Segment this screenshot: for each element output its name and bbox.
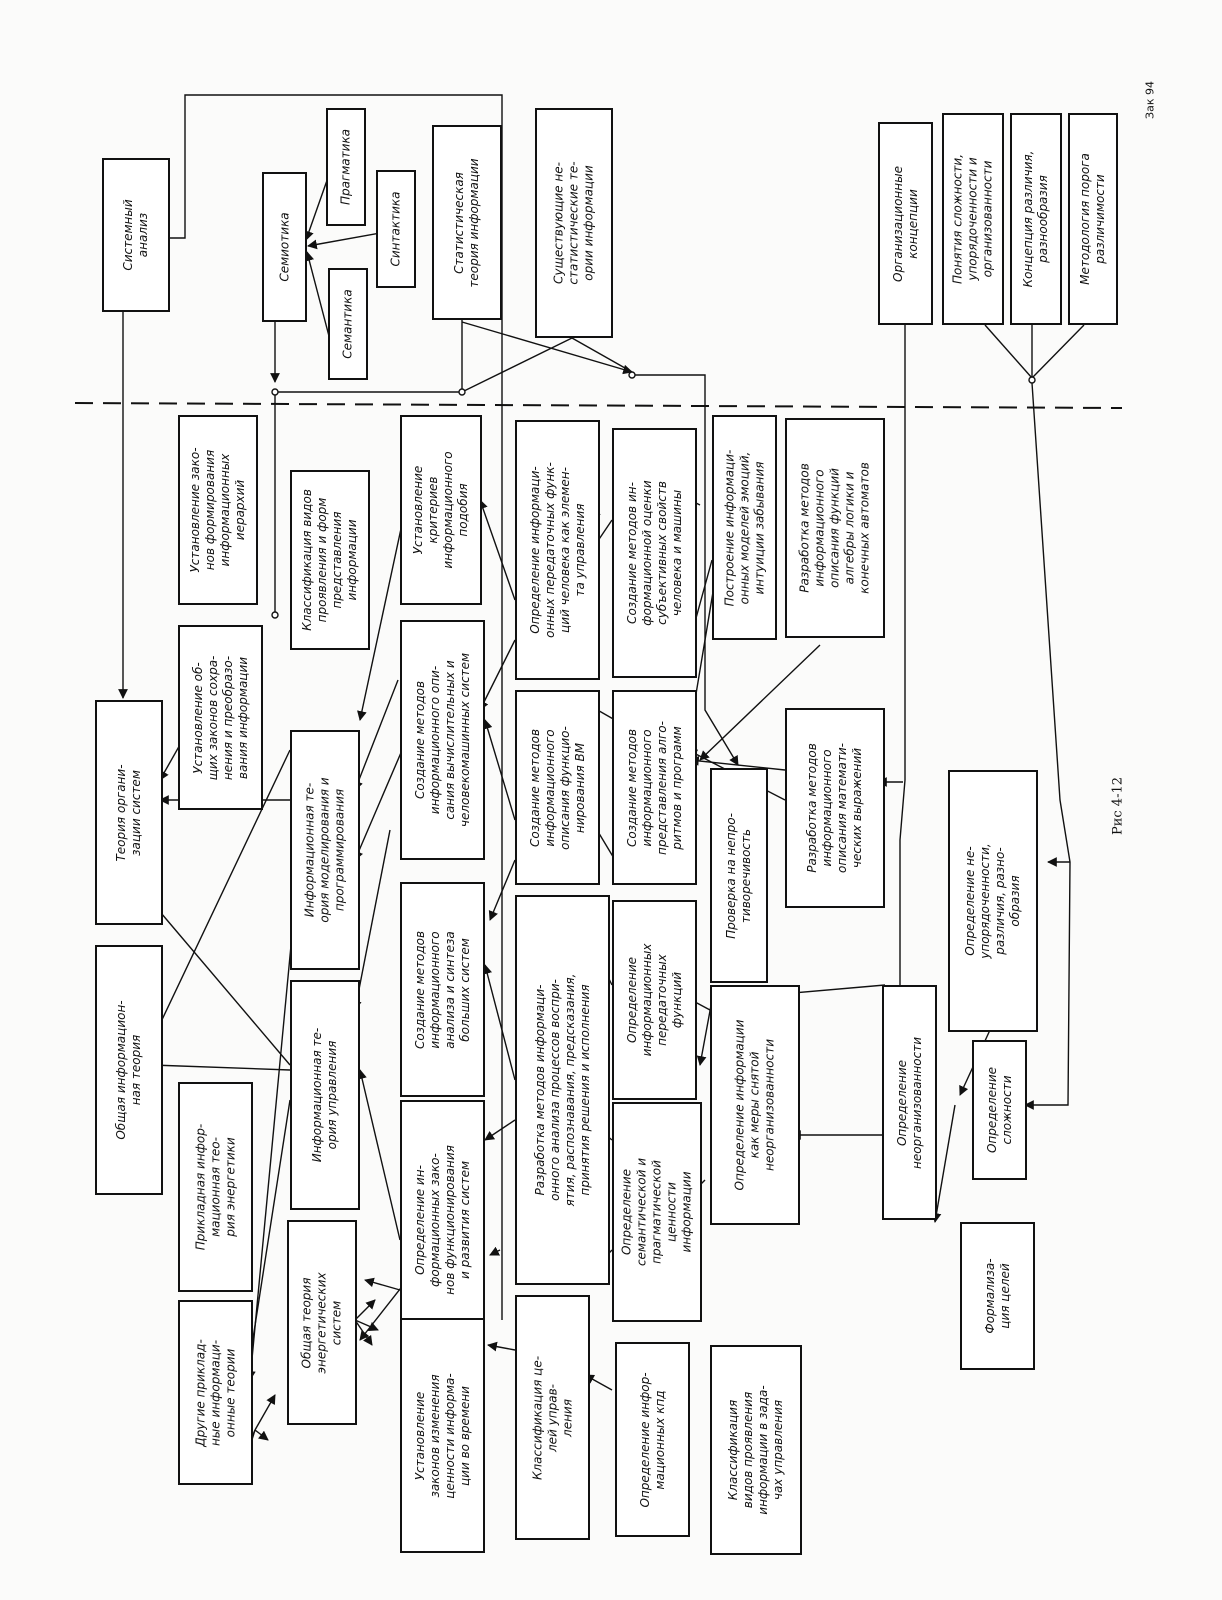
node-transfer-functions-label: Определение информаци- онных передаточны… — [527, 462, 587, 638]
node-sys-analysis-label: Системный анализ — [121, 199, 150, 271]
node-diversity-method-label: Методология порога различимости — [1078, 153, 1107, 285]
node-efficiency: Определение инфор- мационных кпд — [615, 1342, 690, 1537]
node-task-forms-label: Классификация видов проявления информаци… — [726, 1385, 785, 1515]
node-vm-methods: Создание методов информационного описани… — [515, 690, 600, 885]
node-computing-methods: Создание методов информационного опи- са… — [400, 620, 485, 860]
node-value-change-laws-label: Установление законов изменения ценности … — [412, 1372, 472, 1499]
node-semantic-value-label: Определение семантической и прагматическ… — [619, 1157, 694, 1267]
figure-caption-text: Рис 4-12 — [1110, 776, 1126, 836]
node-consistency-label: Проверка на непро- тиворечивость — [724, 812, 753, 939]
node-semiotics-label: Семиотика — [277, 212, 291, 282]
node-info-disorg-label: Определение информации как меры снятой н… — [732, 1019, 777, 1191]
node-disorganization-label: Определение неорганизованности — [894, 1036, 924, 1169]
node-org-systems-theory: Теория органи- зации систем — [95, 700, 163, 925]
node-conservation-laws: Установление об- щих законов сохра- нени… — [178, 625, 263, 810]
node-vm-methods-label: Создание методов информационного описани… — [527, 725, 587, 850]
node-energy-systems-label: Общая теория энергетических систем — [299, 1271, 344, 1374]
node-transfer-functions2-label: Определение информационных передаточных … — [624, 943, 684, 1057]
node-diversity-concept: Концепция различия, разнообразия — [1010, 113, 1062, 325]
node-modeling-theory: Информационная те- ория моделирования и … — [290, 730, 360, 970]
node-goals-formal: Формализа- ция целей — [960, 1222, 1035, 1370]
node-large-systems: Создание методов информационного анализа… — [400, 882, 485, 1097]
node-complexity-def-label: Определение сложности — [984, 1066, 1014, 1154]
node-disorganization: Определение неорганизованности — [882, 985, 937, 1220]
node-disorder-label: Определение не- упорядоченности, различи… — [963, 843, 1022, 959]
node-semantics: Семантика — [328, 268, 368, 380]
node-pragmatics: Прагматика — [326, 108, 366, 226]
node-other-applied-label: Другие приклад- ные информаци- онные тео… — [193, 1338, 237, 1447]
corner-note: Зак 94 — [1140, 70, 1160, 130]
node-functioning-laws: Определение ин- формационных зако- нов ф… — [400, 1100, 485, 1340]
node-functioning-laws-label: Определение ин- формационных зако- нов ф… — [412, 1145, 472, 1295]
node-control-goals-label: Классификация це- лей управ- ления — [530, 1355, 574, 1480]
node-modeling-theory-label: Информационная те- ория моделирования и … — [302, 777, 347, 923]
node-info-disorg: Определение информации как меры снятой н… — [710, 985, 800, 1225]
node-perception-methods-label: Разработка методов информаци- онного ана… — [532, 973, 592, 1207]
node-math-expr-methods: Разработка методов информационного описа… — [785, 708, 885, 908]
node-algebra-methods: Разработка методов информационного описа… — [785, 418, 885, 638]
node-laws-formation-label: Установление зако- нов формирования инфо… — [188, 447, 247, 573]
node-control-theory-label: Информационная те- ория управления — [310, 1027, 339, 1163]
node-algorithm-methods-label: Создание методов информационного предста… — [624, 720, 684, 855]
node-classif-forms: Классификация видов проявления и форм пр… — [290, 470, 370, 650]
node-large-systems-label: Создание методов информационного анализа… — [412, 930, 472, 1049]
node-sys-analysis: Системный анализ — [102, 158, 170, 312]
figure-caption: Рис 4-12 — [1108, 776, 1128, 836]
node-task-forms: Классификация видов проявления информаци… — [710, 1345, 802, 1555]
node-similarity-criteria-label: Установление критериев информационного п… — [411, 451, 470, 569]
node-computing-methods-label: Создание методов информационного опи- са… — [412, 652, 472, 828]
node-transfer-functions2: Определение информационных передаточных … — [612, 900, 697, 1100]
node-algorithm-methods: Создание методов информационного предста… — [612, 690, 697, 885]
node-applied-energy-label: Прикладная инфор- мационная тео- рия эне… — [193, 1123, 237, 1251]
node-other-applied: Другие приклад- ные информаци- онные тео… — [178, 1300, 253, 1485]
node-syntactics-label: Синтактика — [388, 191, 403, 267]
node-transfer-functions: Определение информаци- онных передаточны… — [515, 420, 600, 680]
node-classif-forms-label: Классификация видов проявления и форм пр… — [300, 489, 359, 631]
node-control-goals: Классификация це- лей управ- ления — [515, 1295, 590, 1540]
node-emotion-models-label: Построение информаци- онных моделей эмоц… — [722, 449, 766, 606]
corner-note-text: Зак 94 — [1143, 81, 1157, 119]
node-pragmatics-label: Прагматика — [338, 128, 353, 206]
node-perception-methods: Разработка методов информаци- онного ана… — [515, 895, 610, 1285]
node-algebra-methods-label: Разработка методов информационного описа… — [797, 462, 872, 594]
dashed-divider — [74, 402, 1123, 409]
node-semantic-value: Определение семантической и прагматическ… — [612, 1102, 702, 1322]
node-nonstat-label: Существующие не- статистические те- ории… — [551, 161, 596, 285]
node-energy-systems: Общая теория энергетических систем — [287, 1220, 357, 1425]
node-org-concepts: Организационные концепции — [878, 122, 933, 325]
node-general-theory: Общая информацион- ная теория — [95, 945, 163, 1195]
node-control-theory: Информационная те- ория управления — [290, 980, 360, 1210]
node-org-concepts-label: Организационные концепции — [890, 165, 920, 282]
node-diversity-method: Методология порога различимости — [1068, 113, 1118, 325]
node-general-theory-label: Общая информацион- ная теория — [114, 1000, 143, 1140]
node-conservation-laws-label: Установление об- щих законов сохра- нени… — [190, 655, 250, 780]
edge-sys-top — [170, 94, 503, 1320]
node-similarity-criteria: Установление критериев информационного п… — [400, 415, 482, 605]
node-efficiency-label: Определение инфор- мационных кпд — [637, 1371, 667, 1508]
node-stat-theory: Статистическая теория информации — [432, 125, 502, 320]
node-semiotics: Семиотика — [262, 172, 307, 322]
node-complexity-def: Определение сложности — [972, 1040, 1027, 1180]
node-diversity-concept-label: Концепция различия, разнообразия — [1021, 150, 1050, 288]
node-disorder: Определение не- упорядоченности, различи… — [948, 770, 1038, 1032]
node-goals-formal-label: Формализа- ция целей — [982, 1258, 1012, 1334]
node-subjective-methods: Создание методов ин- формационной оценки… — [612, 428, 697, 678]
node-laws-formation: Установление зако- нов формирования инфо… — [178, 415, 258, 605]
node-syntactics: Синтактика — [376, 170, 416, 288]
node-org-systems-theory-label: Теория органи- зации систем — [114, 763, 143, 862]
node-complexity-concepts-label: Понятия сложности, упорядоченности и орг… — [950, 153, 995, 285]
node-semantics-label: Семантика — [340, 289, 355, 359]
node-applied-energy: Прикладная инфор- мационная тео- рия эне… — [178, 1082, 253, 1292]
node-subjective-methods-label: Создание методов ин- формационной оценки… — [624, 480, 684, 626]
node-value-change-laws: Установление законов изменения ценности … — [400, 1318, 485, 1553]
node-complexity-concepts: Понятия сложности, упорядоченности и орг… — [942, 113, 1004, 325]
node-stat-theory-label: Статистическая теория информации — [452, 157, 481, 288]
node-math-expr-methods-label: Разработка методов информационного описа… — [805, 743, 864, 873]
node-emotion-models: Построение информаци- онных моделей эмоц… — [712, 415, 777, 640]
node-nonstat: Существующие не- статистические те- ории… — [535, 108, 613, 338]
node-consistency: Проверка на непро- тиворечивость — [710, 768, 768, 983]
